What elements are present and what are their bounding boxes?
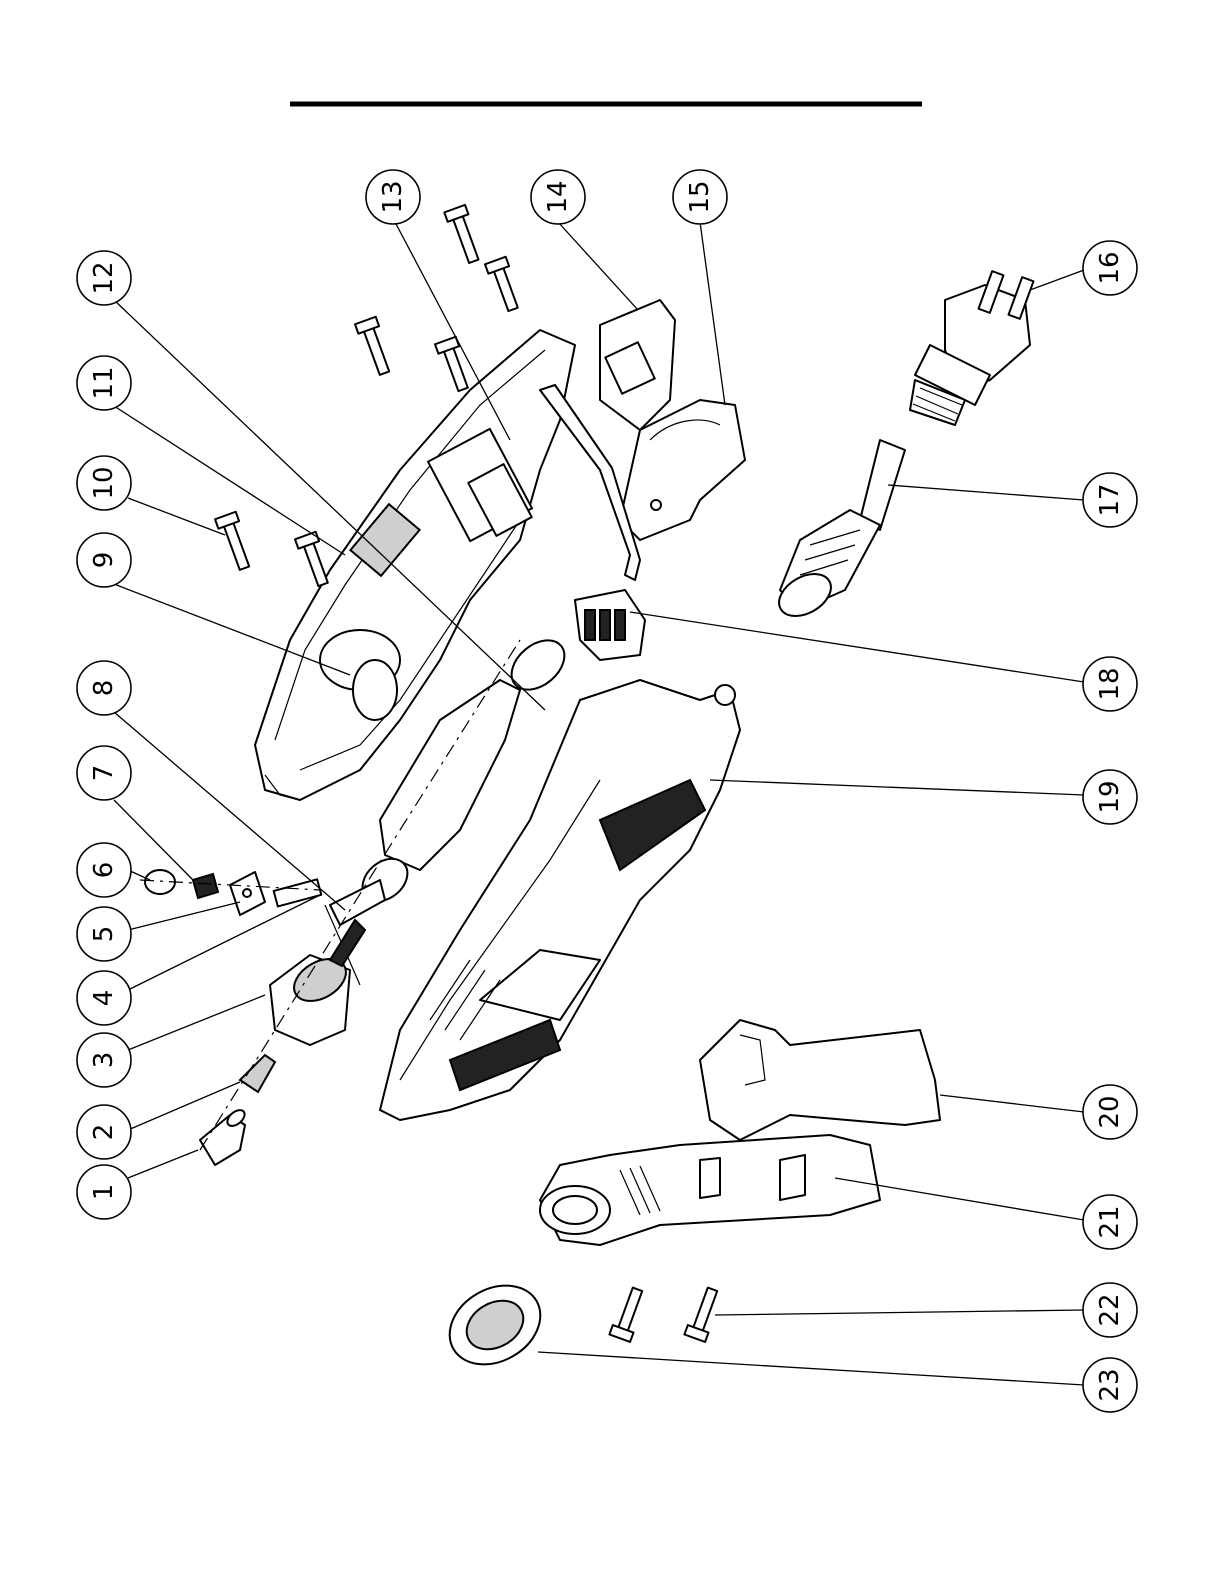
svg-text:21: 21 (1095, 1205, 1125, 1238)
callout-18: 18 (1083, 657, 1137, 711)
svg-text:4: 4 (89, 990, 119, 1007)
callout-6: 6 (77, 843, 131, 897)
callout-9: 9 (77, 533, 131, 587)
svg-text:19: 19 (1095, 780, 1125, 813)
svg-text:10: 10 (89, 466, 119, 499)
part-plug (910, 271, 1033, 425)
svg-text:15: 15 (685, 180, 715, 213)
svg-text:11: 11 (89, 366, 119, 399)
svg-text:6: 6 (89, 862, 119, 879)
part-spring (193, 874, 218, 898)
part-lock-plate (230, 872, 265, 915)
callout-2: 2 (77, 1105, 131, 1159)
svg-text:1: 1 (89, 1184, 119, 1201)
svg-text:14: 14 (543, 180, 573, 213)
callout-10: 10 (77, 456, 131, 510)
svg-text:2: 2 (89, 1124, 119, 1141)
callout-22: 22 (1083, 1283, 1137, 1337)
svg-text:9: 9 (89, 552, 119, 569)
part-ring-nut (435, 1270, 554, 1380)
svg-text:20: 20 (1095, 1095, 1125, 1128)
callout-5: 5 (77, 907, 131, 961)
callout-21: 21 (1083, 1195, 1137, 1249)
svg-text:18: 18 (1095, 667, 1125, 700)
svg-text:17: 17 (1095, 483, 1125, 516)
part-left-housing (255, 330, 575, 800)
part-handle-base (540, 1135, 880, 1245)
callout-23: 23 (1083, 1358, 1137, 1412)
svg-text:5: 5 (89, 926, 119, 943)
callout-19: 19 (1083, 770, 1137, 824)
svg-text:22: 22 (1095, 1293, 1125, 1326)
svg-text:3: 3 (89, 1052, 119, 1069)
callout-7: 7 (77, 746, 131, 800)
svg-text:12: 12 (89, 261, 119, 294)
svg-text:7: 7 (89, 765, 119, 782)
callout-11: 11 (77, 356, 131, 410)
callout-17: 17 (1083, 473, 1137, 527)
callout-1: 1 (77, 1165, 131, 1219)
parts-illustration (140, 205, 1033, 1380)
callout-20: 20 (1083, 1085, 1137, 1139)
svg-text:13: 13 (378, 180, 408, 213)
svg-text:8: 8 (89, 680, 119, 697)
callout-8: 8 (77, 661, 131, 715)
callout-4: 4 (77, 971, 131, 1025)
svg-text:23: 23 (1095, 1368, 1125, 1401)
callout-15: 15 (673, 170, 727, 224)
part-switch-block (575, 590, 645, 660)
callout-14: 14 (531, 170, 585, 224)
callout-3: 3 (77, 1033, 131, 1087)
callout-12: 12 (77, 251, 131, 305)
callout-13: 13 (366, 170, 420, 224)
part-switch-cover (600, 300, 675, 430)
svg-text:16: 16 (1095, 251, 1125, 284)
part-strain-relief (772, 440, 905, 625)
callout-16: 16 (1083, 241, 1137, 295)
part-screws-handle (609, 1286, 722, 1342)
part-collet-nut (200, 1107, 248, 1165)
part-collet (240, 1055, 275, 1092)
part-handle-grip (700, 1020, 940, 1140)
